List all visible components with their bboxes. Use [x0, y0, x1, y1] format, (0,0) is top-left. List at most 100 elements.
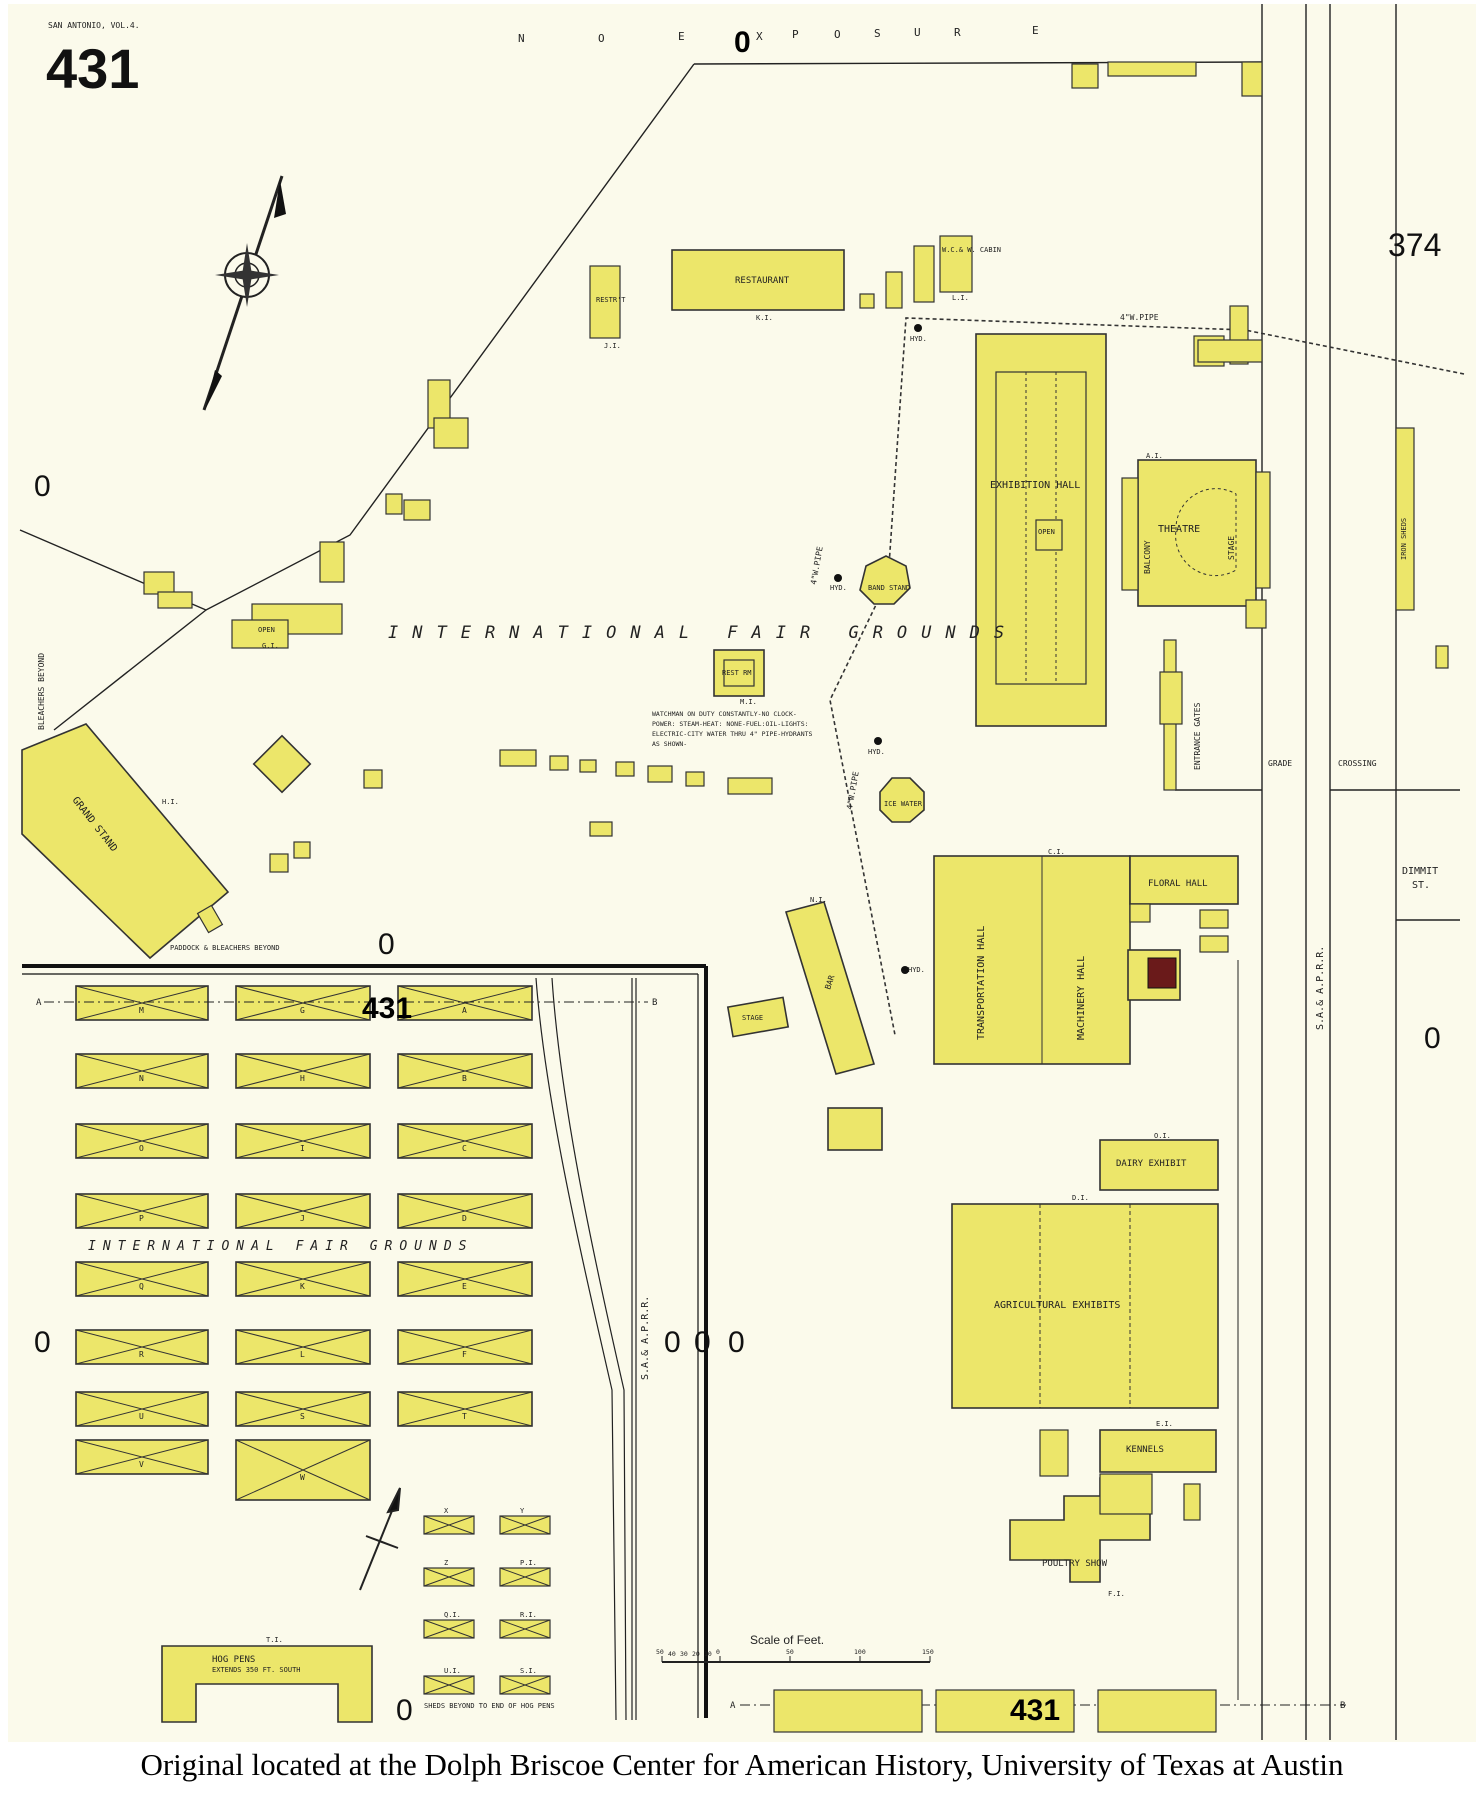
exhibition-hall [975, 333, 1271, 727]
railroad-label-east: S.A.& A.P.R.R. [1315, 946, 1326, 1030]
svg-text:E.I.: E.I. [1156, 1420, 1173, 1428]
exhibit-halls [726, 855, 1239, 1583]
shed-k: K [235, 1261, 371, 1297]
top-buildings [143, 61, 1263, 649]
small-shed-label: P.I. [520, 1559, 537, 1567]
pipe-label-1: 4"W.PIPE [1120, 313, 1159, 322]
svg-text:G.I.: G.I. [262, 642, 279, 650]
svg-text:0: 0 [1424, 1022, 1441, 1055]
shed-label: V [139, 1460, 144, 1469]
compass-rose-icon [202, 175, 286, 411]
paddock-label: PADDOCK & BLEACHERS BEYOND [170, 944, 280, 952]
shed-b: B [397, 1053, 533, 1089]
stage-small-label: STAGE [742, 1014, 763, 1022]
machinery-hall-label: MACHINERY HALL [1076, 956, 1087, 1040]
shed-label: T [462, 1412, 467, 1421]
shed-e: E [397, 1261, 533, 1297]
theatre-label: THEATRE [1158, 524, 1200, 535]
shed-s: S [235, 1391, 371, 1427]
shed-l: L [235, 1329, 371, 1365]
shed-label: C [462, 1144, 467, 1153]
svg-text:N.I.: N.I. [810, 896, 827, 904]
transportation-hall-label: TRANSPORTATION HALL [976, 926, 987, 1040]
shed-label: G [300, 1006, 305, 1015]
bleachers-beyond-label: BLEACHERS BEYOND [37, 653, 46, 730]
open-label-1: OPEN [258, 626, 275, 634]
scale-ticks: 50 40 30 20 10 0 50 100 150 [656, 1648, 934, 1658]
railroad-label-west: S.A.& A.P.R.R. [640, 1296, 651, 1380]
scale-bar [661, 1656, 931, 1663]
svg-text:O.I.: O.I. [1154, 1132, 1171, 1140]
north-exposure-label: N O E X P O S U R E [518, 24, 1039, 45]
svg-text:X: X [756, 30, 763, 43]
small-shed: R.I. [499, 1611, 551, 1639]
fair-grounds-title: INTERNATIONAL FAIR GROUNDS [388, 623, 1018, 643]
center-buildings [252, 555, 925, 873]
shed-label: D [462, 1214, 467, 1223]
svg-text:100: 100 [854, 1648, 866, 1656]
svg-text:30: 30 [680, 1650, 688, 1658]
svg-text:HYD.: HYD. [830, 584, 847, 592]
iron-sheds-label: IRON SHEDS [1400, 518, 1408, 560]
section-labels: K.I. J.I. L.I. A.I. G.I. M.I. H.I. C.I. … [162, 294, 1173, 1644]
hog-pens-note: EXTENDS 350 FT. SOUTH [212, 1666, 301, 1674]
dairy-exhibit-label: DAIRY EXHIBIT [1116, 1159, 1187, 1169]
shed-label: E [462, 1282, 467, 1291]
svg-text:AS SHOWN-: AS SHOWN- [652, 740, 687, 748]
zero-mark-top: 0 [734, 26, 751, 59]
bar-label: BAR [823, 974, 836, 991]
open-label-2: OPEN [1038, 528, 1055, 536]
entrance-gates-label: ENTRANCE GATES [1193, 702, 1202, 770]
svg-text:0: 0 [396, 1694, 413, 1727]
svg-text:L.I.: L.I. [952, 294, 969, 302]
hydrant-labels: HYD. HYD. HYD. HYD. [830, 335, 927, 974]
svg-text:S: S [874, 27, 881, 40]
shed-label: F [462, 1350, 467, 1359]
hog-pens-label: HOG PENS [212, 1655, 255, 1665]
railroad-west [535, 977, 637, 1721]
section-number-north: 431 [362, 992, 412, 1025]
small-shed: S.I. [499, 1667, 551, 1695]
small-shed: P.I. [499, 1559, 551, 1587]
shed-o: O [75, 1123, 209, 1159]
grade-label: GRADE [1268, 759, 1292, 768]
small-shed-label: Q.I. [444, 1611, 461, 1619]
shed-label: N [139, 1074, 144, 1083]
svg-text:P: P [792, 28, 799, 41]
small-shed: Z [423, 1559, 475, 1587]
watchman-note: WATCHMAN ON DUTY CONSTANTLY-NO CLOCK- PO… [652, 710, 813, 748]
svg-text:0: 0 [34, 470, 51, 503]
svg-text:E: E [678, 30, 685, 43]
shed-g: G [235, 985, 371, 1021]
small-shed-label: Y [520, 1507, 525, 1515]
svg-text:ELECTRIC-CITY WATER THRU 4" PI: ELECTRIC-CITY WATER THRU 4" PIPE-HYDRANT… [652, 730, 813, 738]
shed-label: S [300, 1412, 305, 1421]
svg-text:C.I.: C.I. [1048, 848, 1065, 856]
poultry-show-label: POULTRY SHOW [1042, 1559, 1108, 1569]
dimmit-label: DIMMIT [1402, 866, 1438, 877]
shed-label: K [300, 1282, 305, 1291]
shed-u: U [75, 1391, 209, 1427]
svg-text:O: O [834, 28, 841, 41]
section-b-north: B [652, 998, 657, 1008]
shed-label: P [139, 1214, 144, 1223]
grand-stand [21, 723, 230, 960]
svg-text:HYD.: HYD. [910, 335, 927, 343]
svg-text:0: 0 [694, 1326, 711, 1359]
svg-text:10: 10 [704, 1650, 712, 1658]
zero-marks: 0 0 0 0 0 0 0 0 [34, 470, 1441, 1727]
ice-water-label: ICE WATER [884, 800, 923, 808]
shed-h: H [235, 1053, 371, 1089]
restaurant-label: RESTAURANT [735, 276, 790, 286]
svg-text:A.I.: A.I. [1146, 452, 1163, 460]
sheet-number: 431 [46, 37, 139, 100]
shed-i: I [235, 1123, 371, 1159]
shed-r: R [75, 1329, 209, 1365]
svg-text:0: 0 [664, 1326, 681, 1359]
south-arrow-icon [359, 1487, 401, 1591]
svg-text:0: 0 [716, 1648, 720, 1656]
shed-p: P [75, 1193, 209, 1229]
small-shed-label: X [444, 1507, 449, 1515]
small-shed: X [423, 1507, 475, 1535]
